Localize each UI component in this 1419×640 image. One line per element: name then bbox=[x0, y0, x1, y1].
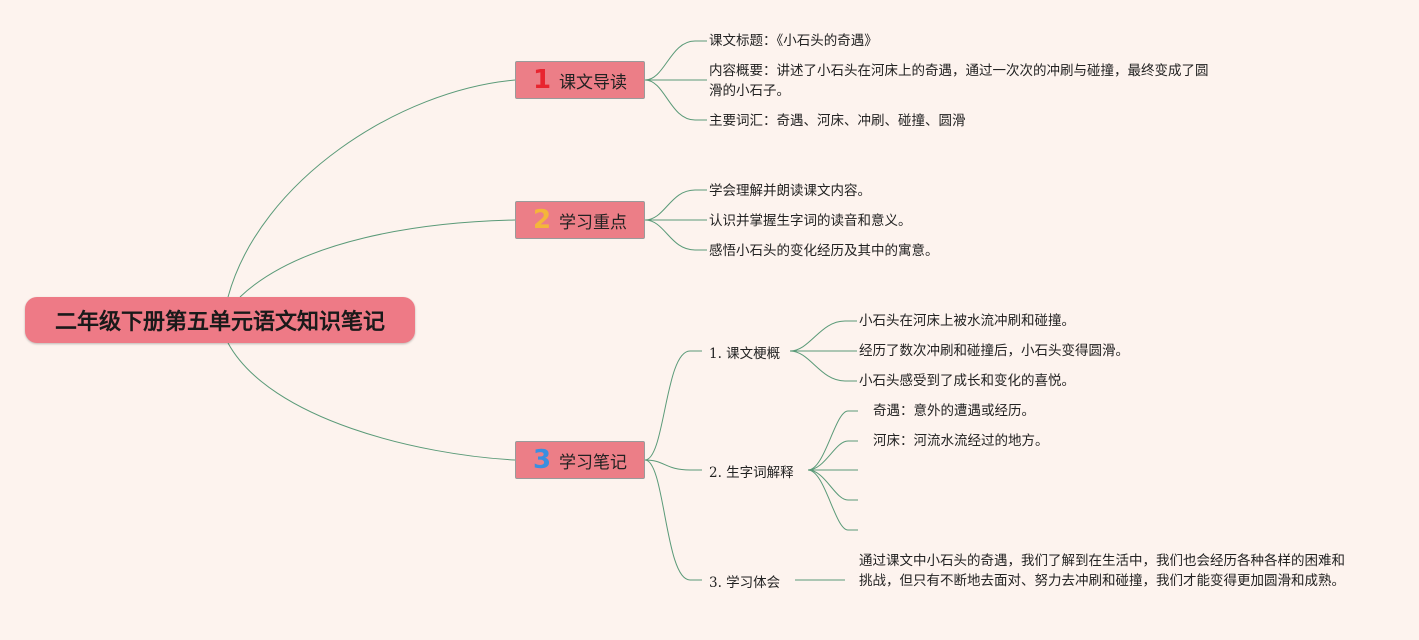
leaf-item[interactable]: 主要词汇：奇遇、河床、冲刷、碰撞、圆滑 bbox=[709, 113, 966, 129]
leaf-item[interactable]: 小石头感受到了成长和变化的喜悦。 bbox=[859, 373, 1075, 389]
connector-root-branch1 bbox=[227, 79, 516, 298]
leaf-item[interactable]: 小石头在河床上被水流冲刷和碰撞。 bbox=[859, 313, 1075, 329]
connector-branch2-leaf bbox=[644, 189, 707, 221]
connector-sub1-leaf bbox=[789, 320, 857, 352]
number-one-icon: 1 bbox=[532, 65, 552, 95]
root-title: 二年级下册第五单元语文知识笔记 bbox=[54, 310, 385, 335]
leaf-item[interactable]: 内容概要：讲述了小石头在河床上的奇遇，通过一次次的冲刷与碰撞，最终变成了圆滑的小… bbox=[709, 63, 1209, 99]
connector-sub2-leaf bbox=[807, 440, 858, 471]
connector-sub2-leaf bbox=[807, 469, 858, 501]
connector-branch3-sub bbox=[644, 459, 702, 471]
branch-label: 课文导读 bbox=[559, 72, 628, 93]
number-two-icon: 2 bbox=[532, 205, 552, 235]
branch-lesson-guide[interactable]: 1 课文导读 bbox=[515, 61, 645, 99]
branch-study-notes[interactable]: 3 学习笔记 bbox=[515, 441, 645, 479]
sub-node-summary[interactable]: 1. 课文梗概 bbox=[709, 346, 781, 362]
leaf-item[interactable]: 感悟小石头的变化经历及其中的寓意。 bbox=[709, 243, 939, 259]
leaf-item[interactable]: 课文标题：《小石头的奇遇》 bbox=[709, 33, 878, 49]
sub-node-reflection[interactable]: 3. 学习体会 bbox=[709, 575, 781, 591]
number-three-icon: 3 bbox=[532, 445, 552, 475]
connector-sub1-leaf bbox=[789, 350, 857, 382]
connector-branch2-leaf bbox=[644, 219, 707, 251]
leaf-item[interactable]: 河床：河流水流经过的地方。 bbox=[873, 433, 1049, 449]
root-node[interactable]: 二年级下册第五单元语文知识笔记 bbox=[25, 297, 415, 343]
leaf-item[interactable]: 通过课文中小石头的奇遇，我们了解到在生活中，我们也会经历各种各样的困难和挑战，但… bbox=[859, 553, 1345, 589]
connector-branch3-sub bbox=[644, 350, 702, 461]
leaf-item[interactable]: 认识并掌握生字词的读音和意义。 bbox=[709, 213, 912, 229]
connector-branch1-leaf bbox=[644, 40, 707, 81]
leaf-item[interactable]: 学会理解并朗读课文内容。 bbox=[709, 183, 871, 199]
connector-root-branch3 bbox=[227, 342, 516, 461]
branch-label: 学习重点 bbox=[559, 212, 628, 233]
connector-branch1-leaf bbox=[644, 79, 707, 121]
leaf-item[interactable]: 奇遇：意外的遭遇或经历。 bbox=[873, 403, 1035, 419]
connector-root-branch2 bbox=[239, 219, 516, 298]
branch-study-focus[interactable]: 2 学习重点 bbox=[515, 201, 645, 239]
branch-label: 学习笔记 bbox=[559, 452, 628, 473]
connector-sub2-leaf bbox=[807, 410, 858, 471]
connector-sub2-leaf bbox=[807, 469, 858, 531]
connector-branch3-sub bbox=[644, 459, 702, 581]
leaf-item[interactable]: 经历了数次冲刷和碰撞后，小石头变得圆滑。 bbox=[859, 343, 1129, 359]
sub-node-vocabulary[interactable]: 2. 生字词解释 bbox=[709, 465, 794, 481]
